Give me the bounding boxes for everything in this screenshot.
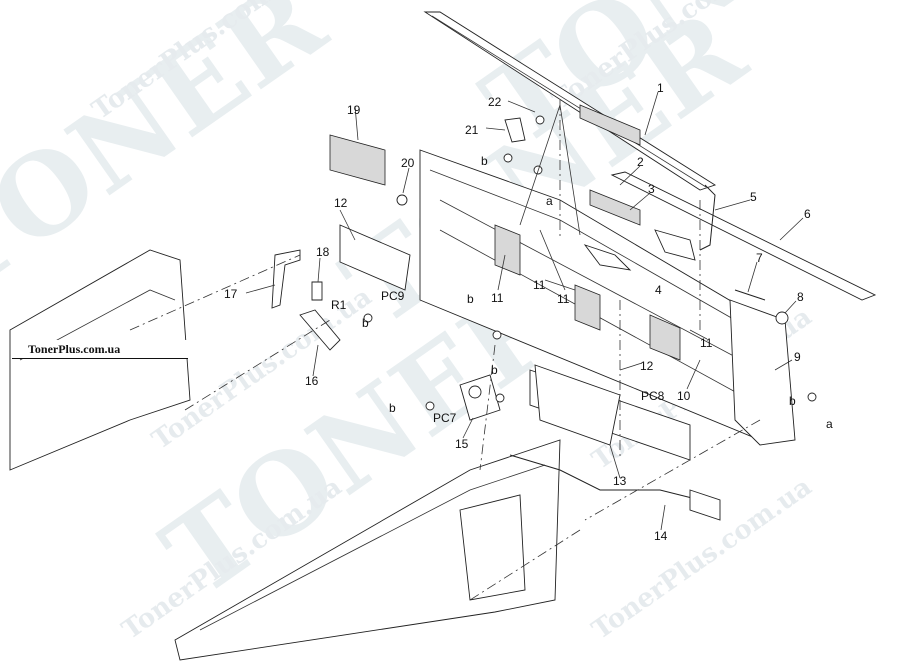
callout-19: 19 [347,103,361,117]
callout-11d: 11 [700,336,713,350]
callout-r1: R1 [331,298,347,312]
callout-18: 18 [316,245,330,259]
callout-10: 10 [677,389,691,403]
callout-8: 8 [797,290,804,304]
callout-b6: b [789,394,796,408]
callout-b5: b [491,363,498,377]
callout-pc7: PC7 [433,411,457,425]
callout-1: 1 [657,81,664,95]
callout-11c: 11 [557,292,570,306]
caption-box [12,340,188,359]
callout-pc8: PC8 [641,389,665,403]
callout-3: 3 [648,182,655,196]
callout-pc9: PC9 [381,289,405,303]
callout-12a: 12 [334,196,348,210]
callout-12b: 12 [640,359,654,373]
callout-2: 2 [637,155,644,169]
callout-17: 17 [224,287,238,301]
callout-b2: b [362,316,369,330]
caption-label: TonerPlus.com.ua [28,342,121,356]
callout-14: 14 [654,529,668,543]
leader-lines [245,91,804,531]
callout-5: 5 [750,190,757,204]
callout-20: 20 [401,156,415,170]
callout-a1: a [546,194,553,208]
callout-b1: b [481,154,488,168]
callout-21: 21 [465,123,479,137]
callout-b4: b [389,401,396,415]
callout-7: 7 [756,251,763,265]
callout-11b: 11 [533,278,546,292]
callout-13: 13 [613,474,627,488]
callout-labels: 1 2 3 4 5 6 7 8 9 10 11 11 11 11 12 12 1… [224,81,833,543]
callout-11a: 11 [491,291,504,305]
callout-15: 15 [455,437,469,451]
assembly-lines [129,100,761,601]
callout-9: 9 [794,350,801,364]
callout-6: 6 [804,207,811,221]
callout-4: 4 [655,283,662,297]
callout-b3: b [467,292,474,306]
callout-22: 22 [488,95,502,109]
callout-a2: a [826,417,833,431]
callout-16: 16 [305,374,319,388]
frame-drawing [9,11,877,661]
